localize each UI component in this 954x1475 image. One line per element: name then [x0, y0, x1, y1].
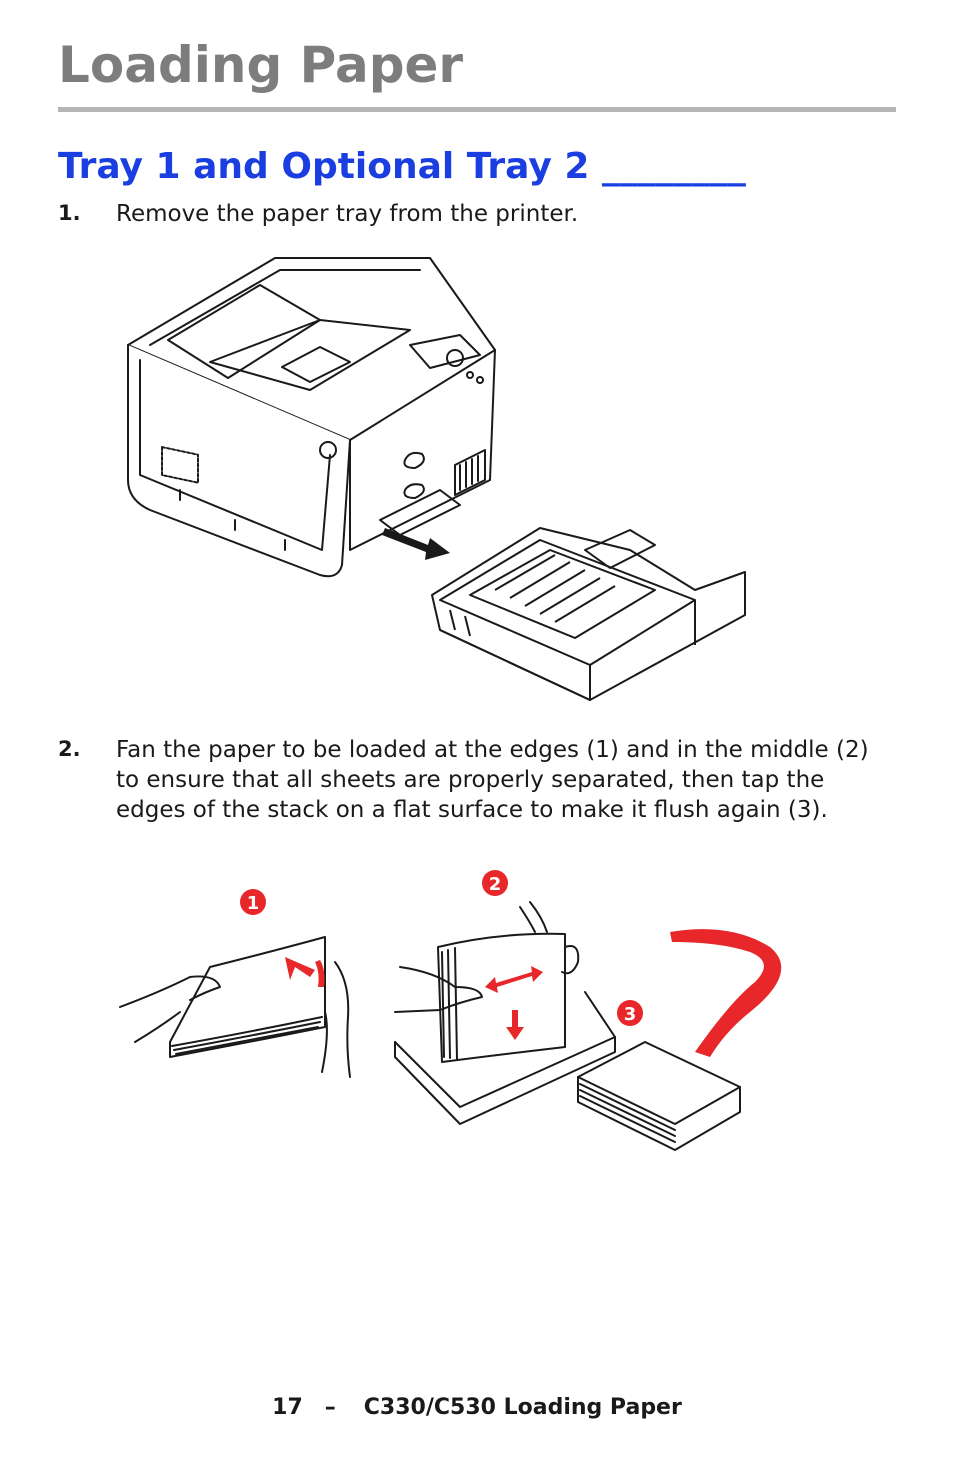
- page-footer: 17– C330/C530 Loading Paper: [0, 1395, 954, 1420]
- step-1-number: 1.: [58, 201, 81, 225]
- flex-arrow-horizontal-icon: [485, 966, 543, 993]
- callout-1: 1: [240, 889, 266, 915]
- control-panel: [409, 334, 481, 369]
- step-1-text: Remove the paper tray from the printer.: [116, 201, 579, 227]
- tap-arrow-icon: [670, 929, 782, 1057]
- footer-title: C330/C530 Loading Paper: [363, 1395, 682, 1420]
- page-number: 17: [272, 1395, 303, 1420]
- paper-stack-neat: [577, 1041, 741, 1125]
- callout-2: 2: [482, 870, 508, 896]
- paper-stack-flexed: [437, 932, 566, 1063]
- step-2-text: Fan the paper to be loaded at the edges …: [116, 737, 869, 823]
- printer-top: [127, 257, 496, 441]
- section-heading: Tray 1 and Optional Tray 2 ________: [58, 146, 746, 187]
- step-2-number: 2.: [58, 737, 81, 761]
- page-title: Loading Paper: [58, 36, 464, 94]
- callout-3-label: 3: [624, 1004, 637, 1025]
- callout-1-label: 1: [247, 893, 260, 914]
- fan-paper-illustration: 1 2 3: [119, 870, 782, 1151]
- footer-separator: –: [324, 1395, 336, 1420]
- tapping-surface: [394, 991, 616, 1108]
- title-rule: [58, 107, 896, 112]
- flex-arrow-down-icon: [506, 1010, 524, 1040]
- printer-front: [127, 344, 351, 578]
- removal-arrow-icon: [382, 528, 450, 560]
- paper-stack-fanned: [169, 936, 326, 1058]
- callout-2-label: 2: [489, 874, 502, 895]
- paper-tray: [431, 527, 746, 701]
- fan-arrow-icon: [285, 957, 315, 980]
- callout-3: 3: [617, 1000, 643, 1026]
- printer-tray-illustration: [127, 257, 746, 701]
